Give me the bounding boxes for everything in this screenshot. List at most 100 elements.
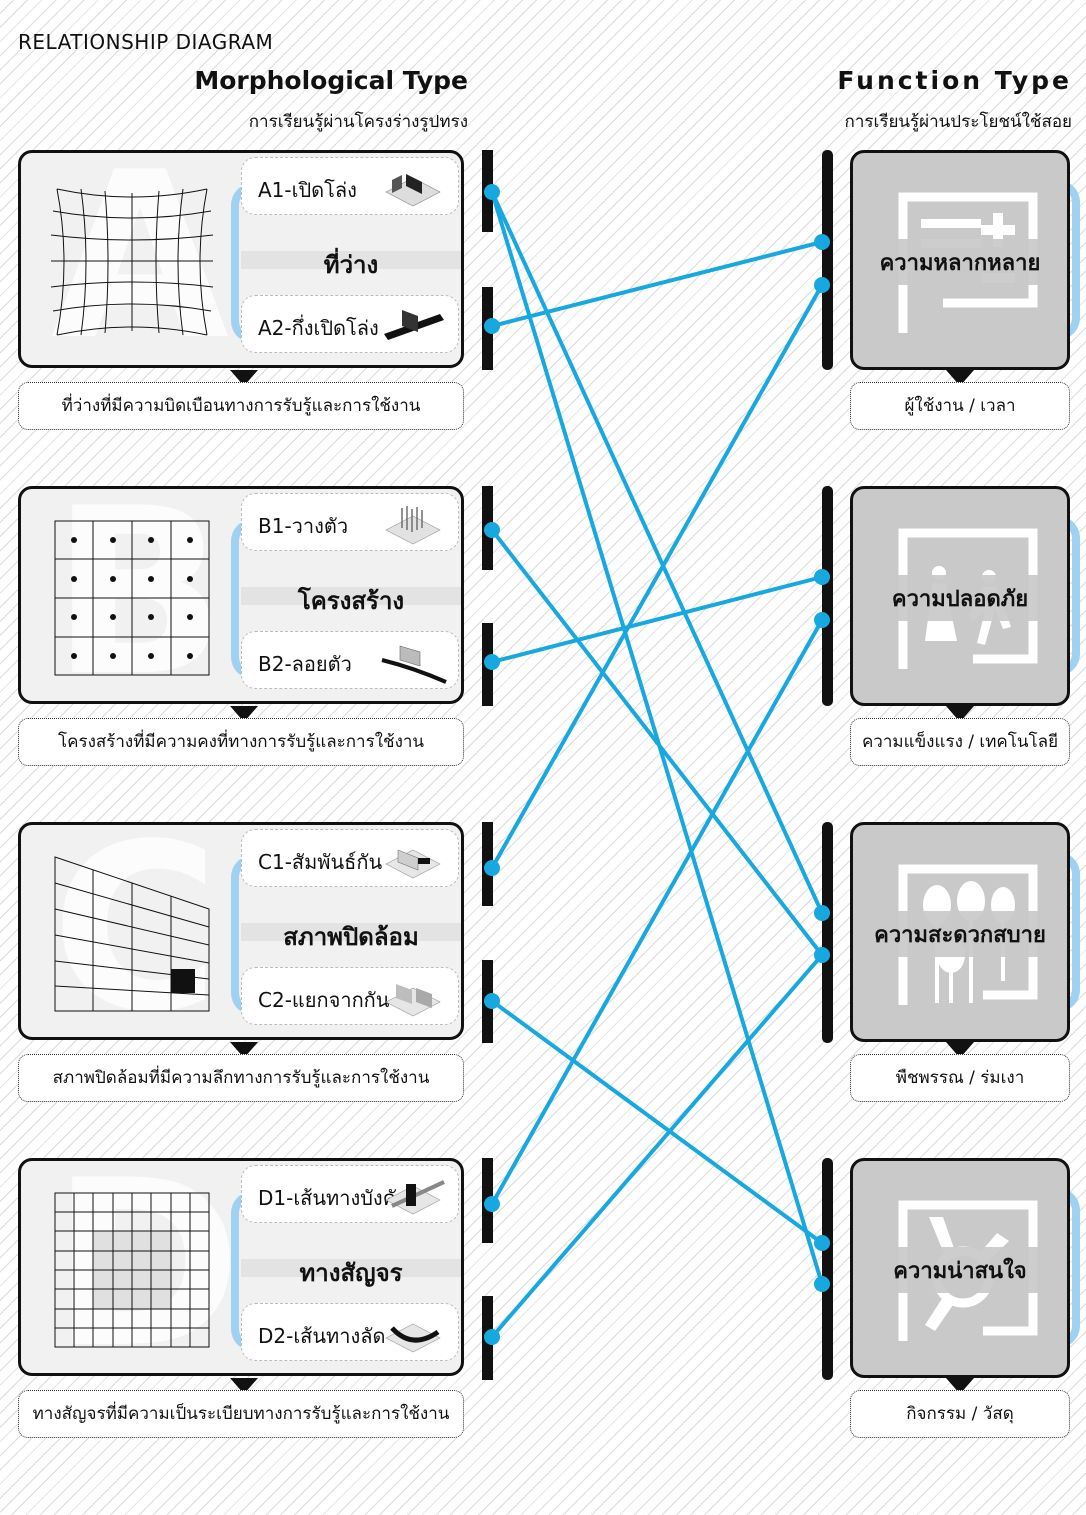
massing-model-icon [385,984,441,1017]
subtype-card-d2: D2-เส้นทางลัด [241,1303,459,1361]
left-connector-dot [484,1329,500,1345]
right-anchor-bar [822,1158,833,1380]
function-heading: Function Type [837,66,1072,95]
subtype-label-c2: C2-แยกจากกัน [258,988,390,1012]
subtype-label-b1: B1-วางตัว [258,514,349,538]
right-connector-dot [814,612,830,628]
group-label-band [241,923,461,941]
left-anchor-bar [482,960,493,1043]
group-label-d: ทางสัญจร [299,1259,403,1287]
morph-group-a: A A1-เปิดโล่ง ที่ว่าง A2-กึ่งเปิดโล่ง [18,150,464,368]
group-label-c: สภาพปิดล้อม [283,923,419,951]
warped-grid-icon [50,188,214,336]
group-label-band [241,587,461,605]
subtype-card-c2: C2-แยกจากกัน [241,967,459,1025]
right-connector-dot [814,234,830,250]
morph-caption-c: สภาพปิดล้อมที่มีความลึกทางการรับรู้และกา… [18,1054,464,1102]
group-label-a: ที่ว่าง [323,251,379,279]
subtype-card-d1: D1-เส้นทางบังคับ [241,1165,459,1223]
left-connector-dot [484,993,500,1009]
dot-grid-icon [54,520,210,676]
function-caption-comfort: พืชพรรณ / ร่มเงา [850,1054,1070,1102]
massing-model-icon [385,174,441,207]
right-anchor-bar [822,486,833,706]
left-anchor-bar [482,623,493,706]
diagram-title: RELATIONSHIP DIAGRAM [18,30,274,54]
group-label-band [241,1259,461,1277]
left-connector-dot [484,522,500,538]
function-subheading: การเรียนรู้ผ่านประโยชน์ใช้สอย [844,112,1072,132]
massing-model-icon [385,1323,441,1353]
left-connector-dot [484,1196,500,1212]
connector-line [490,528,824,957]
left-connector-dot [484,184,500,200]
group-label-band [241,251,461,269]
connector-line [490,619,824,1205]
subtype-card-c1: C1-สัมพันธ์กัน [241,829,459,887]
left-connector-dot [484,318,500,334]
massing-model-icon [381,645,447,684]
morph-caption-d: ทางสัญจรที่มีความเป็นระเบียบทางการรับรู้… [18,1390,464,1438]
group-letter-watermark: A [51,150,230,368]
massing-model-icon [385,849,441,879]
subtype-label-c1: C1-สัมพันธ์กัน [258,850,383,874]
connector-line [491,240,823,328]
function-label-band [853,911,1067,957]
function-label-band [853,575,1067,621]
connector-line [491,575,823,664]
massing-model-icon [385,506,441,545]
right-connector-dot [814,1235,830,1251]
left-anchor-bar [482,1296,493,1380]
connector-line [490,284,824,869]
subtype-card-b2: B2-ลอยตัว [241,631,459,689]
subtype-label-d2: D2-เส้นทางลัด [258,1324,386,1348]
morph-group-d: D D1-เส้นทางบังคับ ทางสัญจร D2-เส้นทางลั… [18,1158,464,1376]
left-anchor-bar [482,486,493,570]
left-anchor-bar [482,150,493,232]
function-caption-variety: ผู้ใช้งาน / เวลา [850,382,1070,430]
function-label-comfort: ความสะดวกสบาย [874,923,1046,948]
left-anchor-bar [482,287,493,370]
morph-group-c: C C1-สัมพันธ์กัน สภาพปิดล้อม C2-แยกจากกั… [18,822,464,1040]
group-letter-watermark: B [51,486,227,704]
left-connector-dot [484,860,500,876]
massing-model-icon [385,1180,445,1215]
left-anchor-bar [482,1158,493,1243]
morph-caption-b: โครงสร้างที่มีความคงที่ทางการรับรู้และกา… [18,718,464,766]
morph-caption-a: ที่ว่างที่มีความบิดเบือนทางการรับรู้และก… [18,382,464,430]
subtype-label-a1: A1-เปิดโล่ง [258,178,357,202]
function-group-variety: ความหลากหลาย [850,150,1070,370]
connector-line [490,191,824,1285]
right-anchor-bar [822,150,833,370]
function-group-interest: ความน่าสนใจ [850,1158,1070,1378]
morphological-heading: Morphological Type [194,66,468,95]
left-connector-dot [484,654,500,670]
fine-grid-icon [54,1192,210,1348]
morphological-subheading: การเรียนรู้ผ่านโครงร่างรูปทรง [248,112,468,132]
massing-model-icon [384,310,444,340]
connector-line [490,999,824,1245]
function-label-interest: ความน่าสนใจ [893,1259,1027,1284]
group-label-b: โครงสร้าง [297,587,405,615]
left-anchor-bar [482,822,493,906]
function-label-variety: ความหลากหลาย [879,251,1041,276]
subtype-label-a2: A2-กึ่งเปิดโล่ง [258,316,379,340]
right-anchor-bar [822,822,833,1043]
right-connector-dot [814,1276,830,1292]
subtype-card-b1: B1-วางตัว [241,493,459,551]
right-connector-dot [814,905,830,921]
function-label-safety: ความปลอดภัย [891,587,1029,612]
right-connector-dot [814,947,830,963]
connector-line [490,191,824,914]
subtype-card-a2: A2-กึ่งเปิดโล่ง [241,295,459,353]
subtype-label-d1: D1-เส้นทางบังคับ [258,1186,409,1210]
function-caption-safety: ความแข็งแรง / เทคโนโลยี [850,718,1070,766]
connector-line [490,953,824,1339]
function-caption-interest: กิจกรรม / วัสดุ [850,1390,1070,1438]
function-group-comfort: ความสะดวกสบาย [850,822,1070,1042]
right-connector-dot [814,277,830,293]
group-letter-watermark: C [51,822,220,1040]
function-group-safety: ความปลอดภัย [850,486,1070,706]
right-connector-dot [814,569,830,585]
function-label-band [853,239,1067,285]
